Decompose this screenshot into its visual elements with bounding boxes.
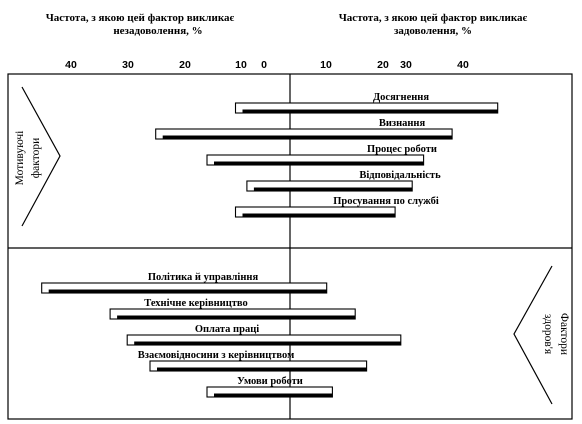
bar-shadow-відповідальність xyxy=(253,187,413,191)
motivators-label-line2: фактори xyxy=(30,138,42,179)
tick-right-40: 40 xyxy=(457,59,469,71)
title-left-line2: незадоволення, % xyxy=(113,25,202,37)
bar-label-відповідальність: Відповідальність xyxy=(359,170,441,181)
title-right-line1: Частота, з якою цей фактор викликає xyxy=(339,12,528,24)
tick-left-30: 30 xyxy=(122,59,134,71)
bar-label-просування-по-службі: Просування по службі xyxy=(333,196,439,207)
hygiene-label-line2: здоров'я xyxy=(542,314,554,355)
motivators-bracket xyxy=(21,86,61,227)
bar-label-досягнення: Досягнення xyxy=(373,92,429,103)
tick-right-20: 20 xyxy=(377,59,389,71)
tick-left-40: 40 xyxy=(65,59,77,71)
hygiene-label-line1: Фактори xyxy=(558,313,570,355)
tick-left-20: 20 xyxy=(179,59,191,71)
bar-label-оплата-праці: Оплата праці xyxy=(195,324,259,335)
bar-shadow-просування-по-службі xyxy=(242,213,396,217)
bar-label-взаємовідносини-з-керівництвом: Взаємовідносини з керівництвом xyxy=(138,350,294,361)
bar-shadow-оплата-праці xyxy=(134,341,401,345)
tick-right-10: 10 xyxy=(320,59,332,71)
bar-shadow-взаємовідносини-з-керівництвом xyxy=(157,367,367,371)
bar-label-політика-й-управління: Політика й управління xyxy=(148,272,259,283)
title-left-line1: Частота, з якою цей фактор викликає xyxy=(46,12,235,24)
axis-ticks: 40 30 20 10 0 10 20 30 40 xyxy=(65,59,469,71)
bar-shadow-умови-роботи xyxy=(214,393,333,397)
bar-shadow-визнання xyxy=(162,135,453,139)
title-right-line2: задоволення, % xyxy=(394,25,472,37)
bar-label-визнання: Визнання xyxy=(379,118,426,129)
tick-right-30: 30 xyxy=(400,59,412,71)
bar-shadow-досягнення xyxy=(242,109,498,113)
tick-left-0: 0 xyxy=(261,59,267,71)
bar-shadow-технічне-керівництво xyxy=(117,315,356,319)
hygiene-bracket xyxy=(513,265,553,405)
bar-shadow-політика-й-управління xyxy=(48,289,327,293)
bar-label-технічне-керівництво: Технічне керівництво xyxy=(144,298,248,309)
motivators-label-line1: Мотивуючі xyxy=(14,131,26,186)
bar-shadow-процес-роботи xyxy=(214,161,424,165)
bar-label-процес-роботи: Процес роботи xyxy=(367,144,437,155)
bar-label-умови-роботи: Умови роботи xyxy=(237,376,303,387)
tick-left-10: 10 xyxy=(235,59,247,71)
